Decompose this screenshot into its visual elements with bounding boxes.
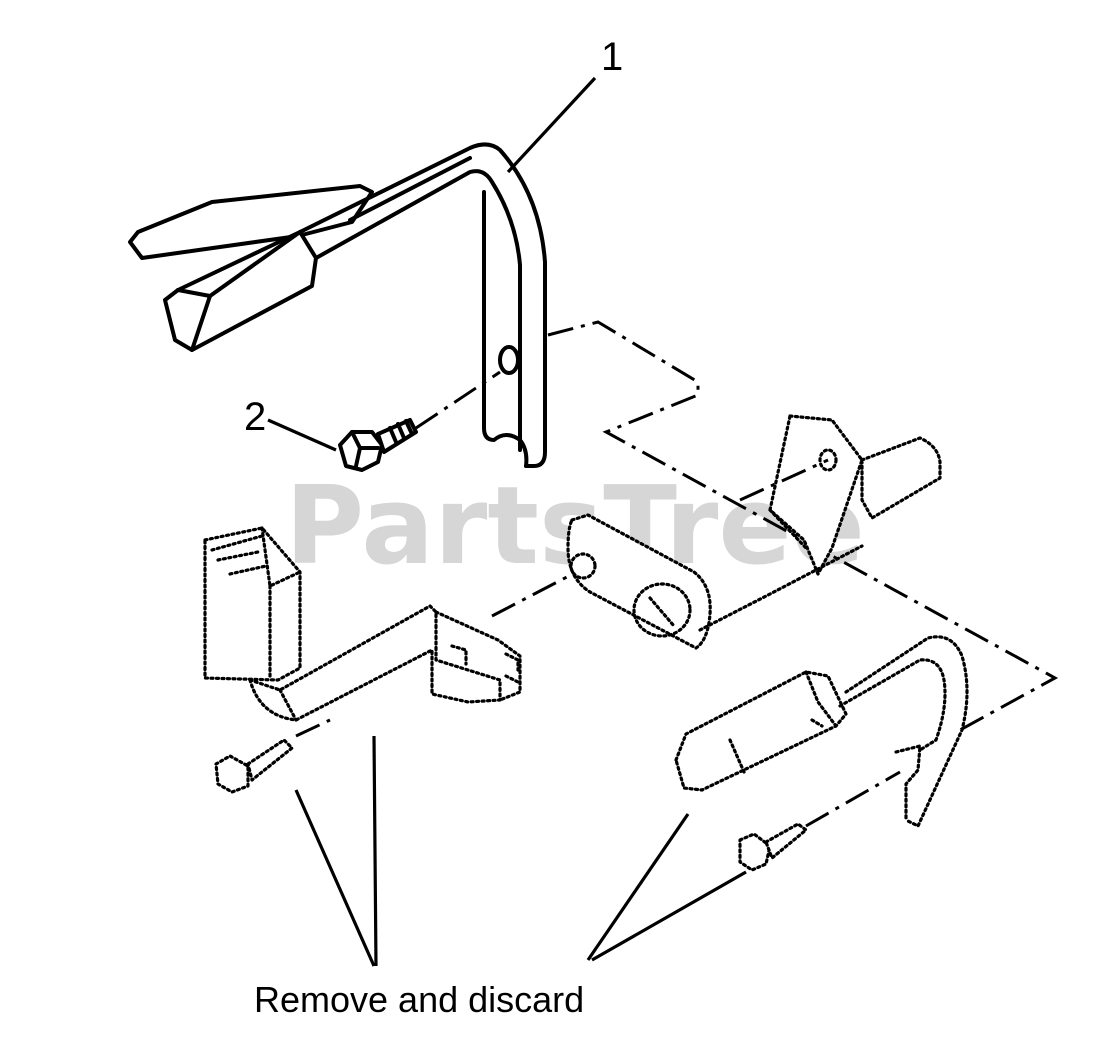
leader-1 — [506, 76, 597, 174]
callout-2: 2 — [244, 395, 266, 439]
old-pivot-block — [566, 513, 712, 650]
old-plate-and-pin — [698, 414, 942, 632]
bolt-part-2 — [338, 370, 501, 472]
leader-2 — [267, 418, 337, 452]
discard-leaders — [294, 735, 747, 967]
callout-1: 1 — [601, 35, 623, 79]
old-bracket-assembly — [203, 526, 589, 722]
discard-caption: Remove and discard — [254, 979, 584, 1020]
shift-lever-part-1 — [128, 142, 547, 468]
old-shift-lever — [674, 635, 969, 872]
old-screw-left — [214, 718, 331, 794]
assembly-centerline — [547, 320, 1059, 732]
